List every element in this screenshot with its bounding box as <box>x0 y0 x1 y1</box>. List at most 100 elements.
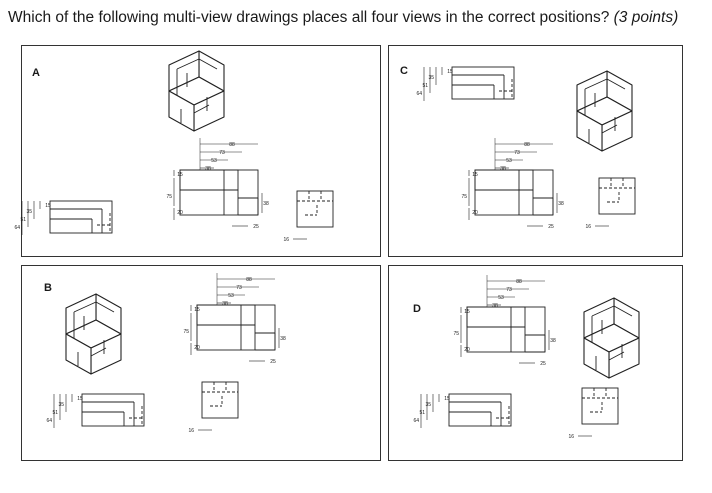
dimension-label: 75 <box>453 331 459 337</box>
dimension-label: 35 <box>58 402 64 408</box>
dimension-label: 15 <box>444 396 450 402</box>
edge-rect <box>474 169 534 191</box>
option-c-label: C <box>400 65 408 77</box>
dimension-label: 64 <box>416 91 422 97</box>
dimension-label: 15 <box>45 203 51 209</box>
edge-rect <box>196 304 276 351</box>
dimension-label: 35 <box>26 209 32 215</box>
edge-rect <box>466 306 546 353</box>
dimension-label: 35 <box>428 75 434 81</box>
dimension-label: 25 <box>540 361 546 367</box>
edge-line <box>606 78 626 90</box>
edge-line <box>608 351 625 361</box>
edge-rect <box>466 306 526 328</box>
dimension-label: 75 <box>166 194 172 200</box>
edge-rect <box>466 306 512 328</box>
dimension-label: 64 <box>14 225 20 231</box>
iso-face <box>576 110 603 152</box>
dimension-label: 64 <box>46 418 52 424</box>
edge-line <box>90 347 107 357</box>
edge-rect <box>448 393 512 427</box>
dimension-label: 51 <box>419 410 425 416</box>
dimension-label: 15 <box>472 172 478 178</box>
dimension-label: 38 <box>550 338 556 344</box>
dimension-label: 15 <box>194 307 200 313</box>
dimension-label: 15 <box>177 172 183 178</box>
edge-line <box>591 305 615 317</box>
dimension-label: 15 <box>447 69 453 75</box>
option-a-label: A <box>32 67 40 79</box>
iso-face <box>168 90 195 132</box>
dimension-label: 20 <box>177 210 183 216</box>
dimension-label: 20 <box>194 345 200 351</box>
dimension-label: 51 <box>52 410 58 416</box>
dimension-label: 38 <box>205 166 211 172</box>
dimension-label: 88 <box>229 142 235 148</box>
dimension-label: 75 <box>183 329 189 335</box>
edge-rect <box>581 387 619 425</box>
option-d-label: D <box>413 303 421 315</box>
dimension-label: 88 <box>246 277 252 283</box>
edge-rect <box>49 200 113 234</box>
edge-rect <box>81 393 145 427</box>
edge-line <box>176 58 200 70</box>
dimension-label: 73 <box>236 285 242 291</box>
edge-line <box>95 301 115 313</box>
edge-rect <box>196 304 242 326</box>
dimension-label: 38 <box>492 303 498 309</box>
iso-view <box>583 297 640 379</box>
edge-rect <box>179 169 259 216</box>
question-points: (3 points) <box>613 9 679 26</box>
dimension-label: 20 <box>472 210 478 216</box>
edge-line <box>613 305 633 317</box>
side-view: 16 <box>585 177 636 230</box>
edge-line <box>601 124 618 134</box>
dimension-label: 25 <box>270 359 276 365</box>
dimension-label: 38 <box>500 166 506 172</box>
dimension-label: 75 <box>461 194 467 200</box>
edge-rect <box>201 381 239 419</box>
dimension-label: 35 <box>425 402 431 408</box>
edge-rect <box>474 169 554 216</box>
dimension-label: 15 <box>464 309 470 315</box>
dimension-label: 53 <box>211 158 217 164</box>
dimension-label: 88 <box>524 142 530 148</box>
iso-view <box>576 70 633 152</box>
dimension-label: 16 <box>585 224 591 230</box>
dimension-label: 53 <box>498 295 504 301</box>
question-prompt: Which of the following multi-view drawin… <box>8 9 610 26</box>
iso-view <box>168 50 225 132</box>
dimension-label: 16 <box>568 434 574 440</box>
dimension-label: 16 <box>188 428 194 434</box>
dimension-label: 73 <box>506 287 512 293</box>
dimension-label: 53 <box>506 158 512 164</box>
side-view: 16 <box>283 190 334 243</box>
side-view: 16 <box>568 387 619 440</box>
dimension-label: 20 <box>464 347 470 353</box>
edge-rect <box>451 66 515 100</box>
dimension-label: 73 <box>219 150 225 156</box>
dimension-label: 38 <box>558 201 564 207</box>
edge-rect <box>474 169 520 191</box>
edge-line <box>584 78 608 90</box>
dimension-label: 38 <box>263 201 269 207</box>
dimension-label: 25 <box>253 224 259 230</box>
dimension-label: 38 <box>222 301 228 307</box>
dimension-label: 53 <box>228 293 234 299</box>
dimension-label: 88 <box>516 279 522 285</box>
edge-line <box>73 301 97 313</box>
question-text: Which of the following multi-view drawin… <box>8 8 708 28</box>
iso-face <box>65 333 92 375</box>
dimension-label: 38 <box>280 336 286 342</box>
